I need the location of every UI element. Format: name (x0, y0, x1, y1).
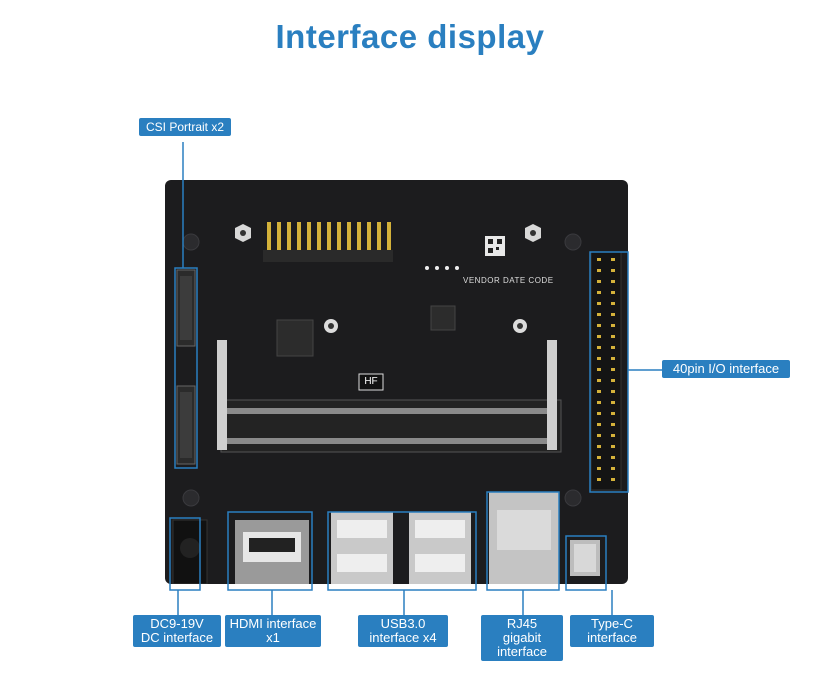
usb-label-line2: interface x4 (369, 630, 437, 645)
fan-header-pins (263, 222, 393, 262)
dc-interface-label: DC9-19V DC interface (133, 615, 221, 647)
dc-label-line1: DC9-19V (150, 616, 204, 631)
gpio-40pin-label: 40pin I/O interface (662, 360, 790, 378)
gpio-header (590, 251, 622, 491)
typec-interface-label: Type-C interface (570, 615, 654, 647)
rj45-label-line2: gigabit (502, 630, 542, 645)
csi-label: CSI Portrait x2 (139, 118, 231, 136)
csi-label-text: CSI Portrait x2 (145, 120, 225, 134)
vendor-date-code-text: VENDOR DATE CODE (463, 276, 554, 285)
rj45-label-line1: RJ45 (506, 616, 538, 631)
hf-marking: HF (364, 376, 378, 387)
hdmi-label-line1: HDMI interface (229, 616, 317, 631)
usb-interface-label: USB3.0 interface x4 (358, 615, 448, 647)
board-graphic (172, 222, 622, 586)
usb-label-line1: USB3.0 (380, 616, 426, 631)
page-title: Interface display (275, 18, 545, 55)
typec-label-line2: interface (587, 630, 637, 645)
gpio-label-text: 40pin I/O interface (672, 361, 780, 376)
dc-label-line2: DC interface (140, 630, 214, 645)
carrier-board-image: VENDOR DATE CODE HF (165, 180, 628, 586)
rj45-label-line3: interface (497, 644, 547, 659)
hdmi-label-line2: x1 (266, 630, 280, 645)
hdmi-interface-label: HDMI interface x1 (225, 615, 321, 647)
rj45-interface-label: RJ45 gigabit interface (481, 615, 563, 661)
typec-label-line1: Type-C (591, 616, 633, 631)
